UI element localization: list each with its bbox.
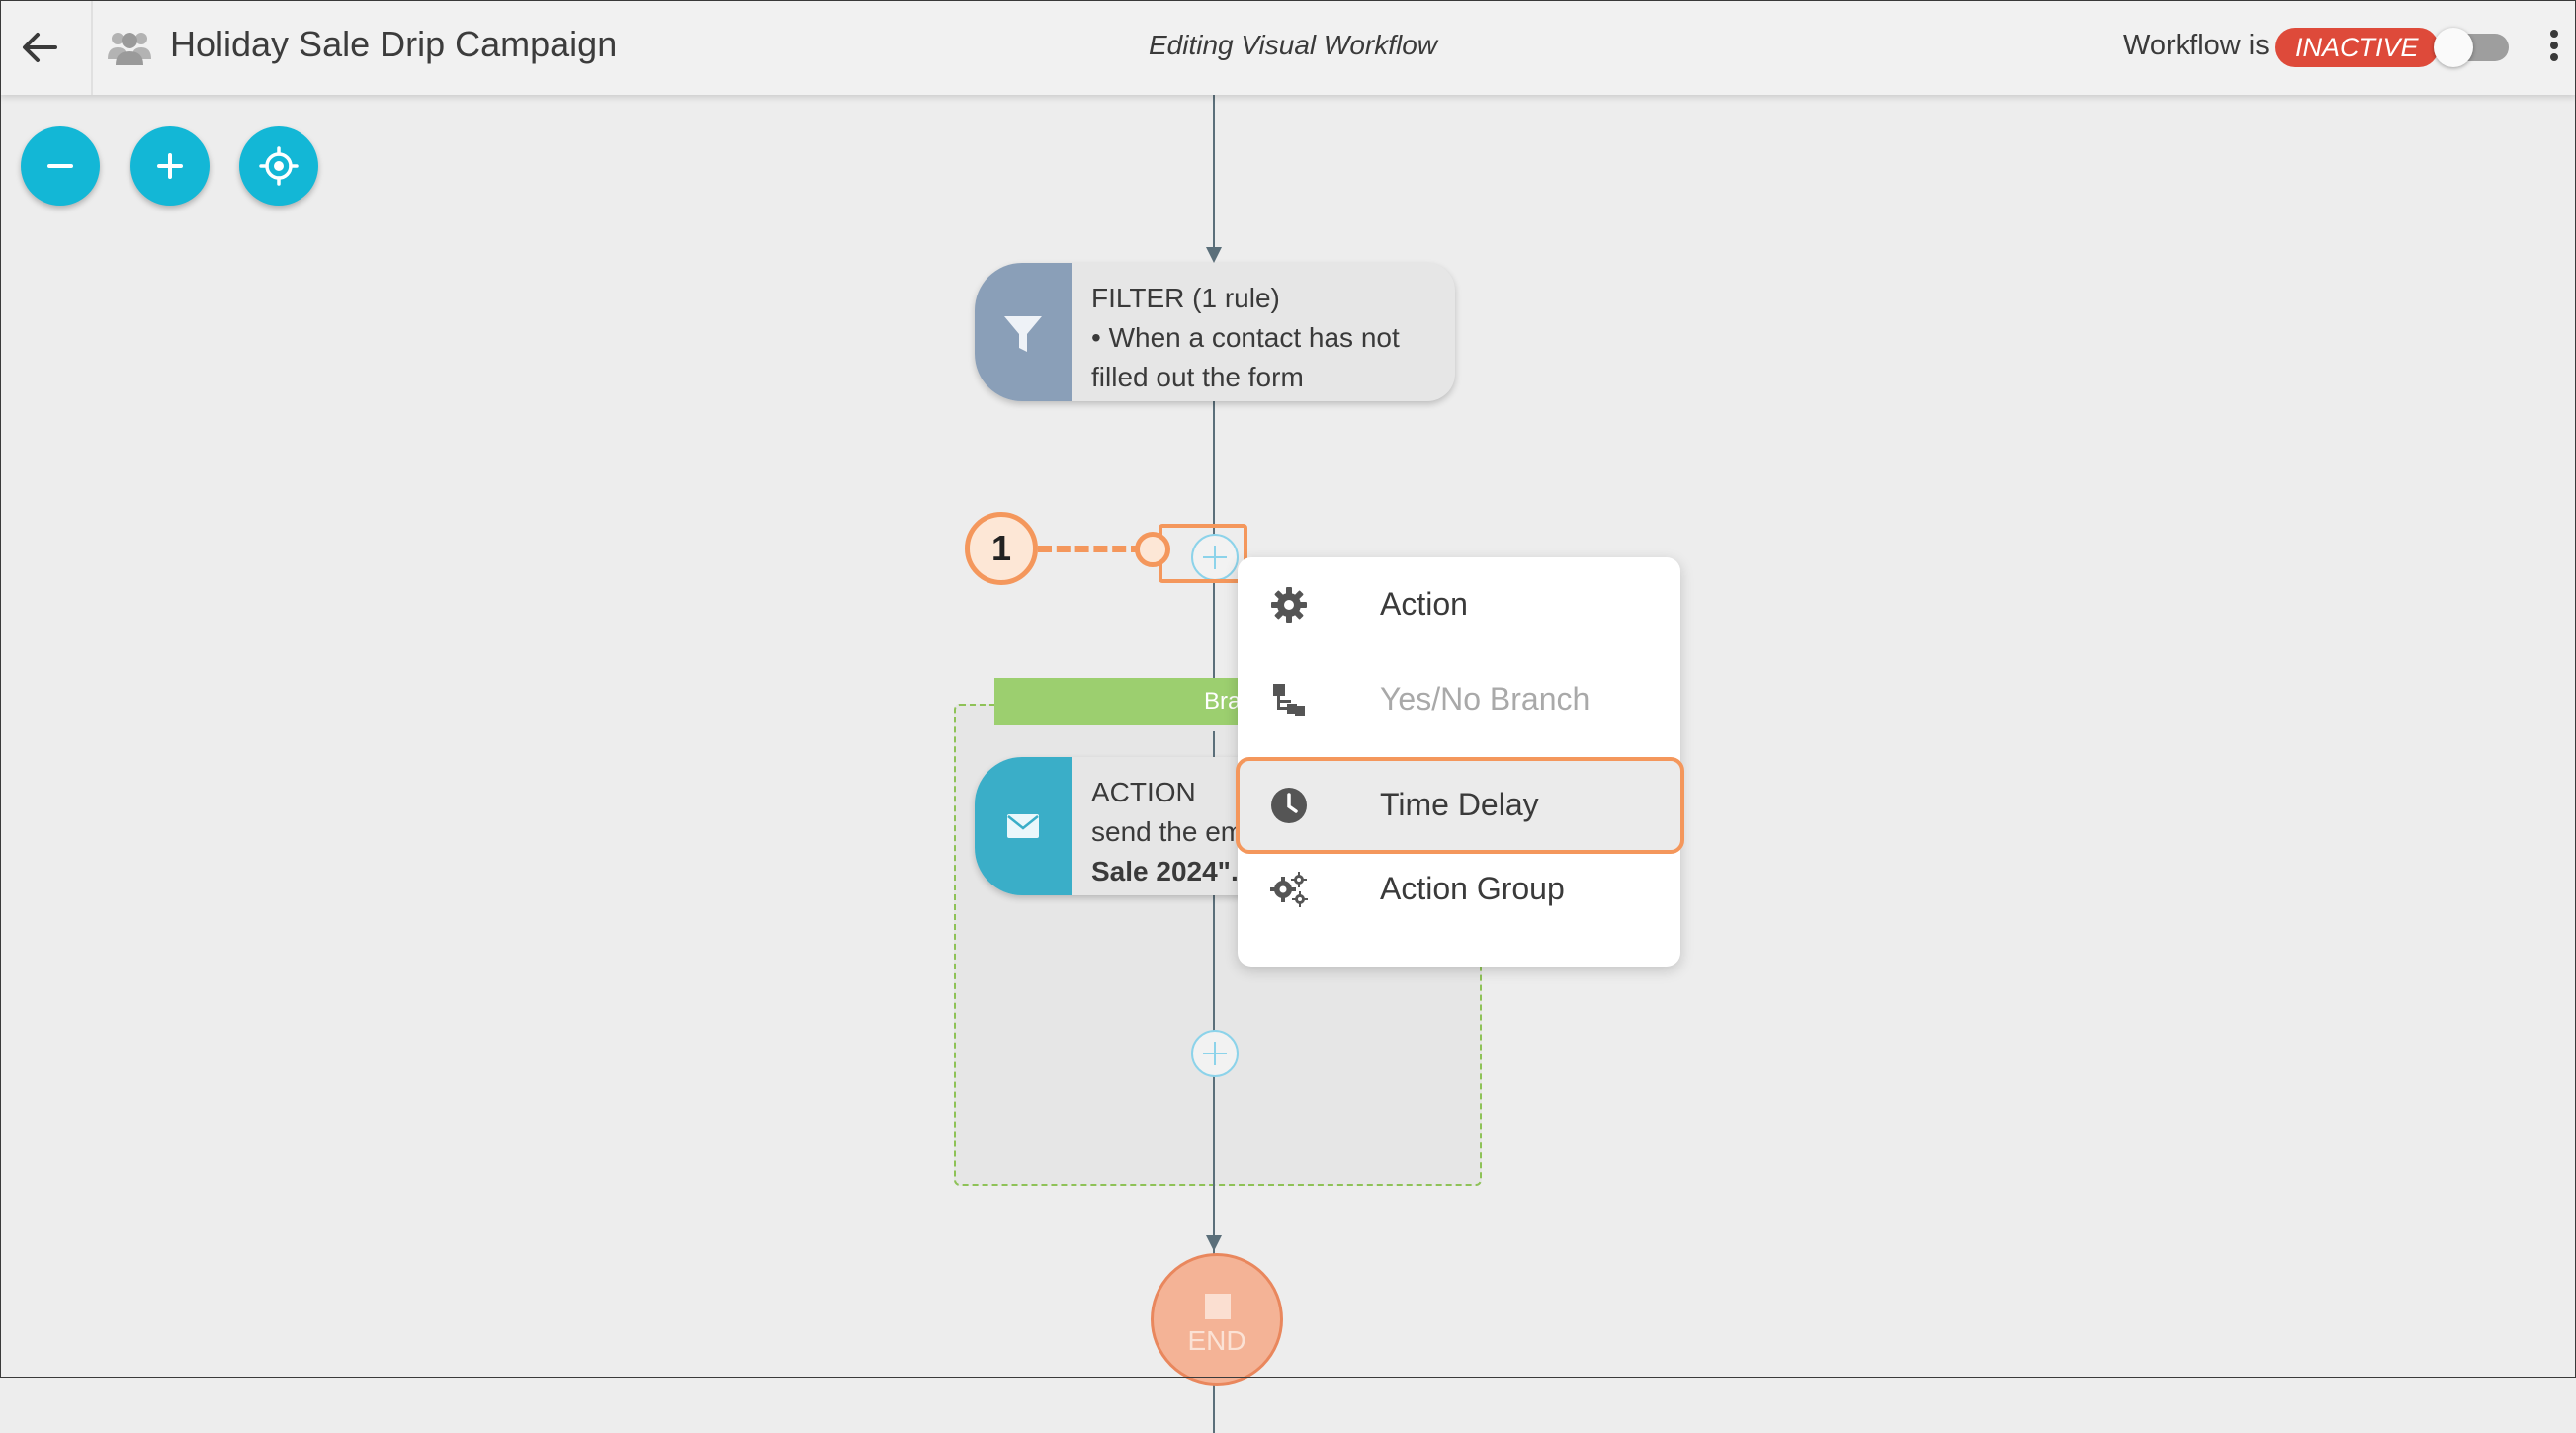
kebab-dot bbox=[2550, 53, 2558, 61]
contacts-group-icon bbox=[108, 33, 151, 65]
menu-item-label: Action bbox=[1380, 586, 1468, 622]
filter-node-title: FILTER (1 rule) bbox=[1091, 283, 1280, 313]
filter-node-text: FILTER (1 rule) • When a contact has not… bbox=[1091, 279, 1447, 397]
back-button[interactable] bbox=[12, 20, 67, 75]
zoom-out-button[interactable] bbox=[21, 126, 100, 206]
end-node[interactable]: END bbox=[1151, 1253, 1283, 1386]
annotation-connector bbox=[1038, 546, 1145, 552]
add-step-button[interactable] bbox=[1191, 534, 1239, 581]
menu-item-label: Action Group bbox=[1380, 871, 1565, 906]
workflow-active-toggle[interactable] bbox=[2434, 28, 2509, 67]
plus-icon bbox=[157, 153, 183, 179]
action-node[interactable]: ACTION send the em Sale 2024". bbox=[975, 757, 1271, 895]
gears-icon bbox=[1270, 872, 1308, 907]
filter-rule-line1: • When a contact has not bbox=[1091, 322, 1400, 353]
branch-icon bbox=[1273, 684, 1305, 716]
status-badge: INACTIVE bbox=[2275, 28, 2439, 67]
menu-item-time-delay[interactable]: Time Delay bbox=[1236, 757, 1684, 854]
kebab-dot bbox=[2550, 30, 2558, 38]
add-step-in-branch-button[interactable] bbox=[1191, 1030, 1239, 1077]
end-node-label: END bbox=[1187, 1325, 1246, 1356]
header-divider bbox=[91, 0, 93, 95]
menu-item-yes-no-branch[interactable]: Yes/No Branch bbox=[1238, 652, 1680, 747]
action-node-title: ACTION bbox=[1091, 777, 1196, 807]
action-node-line2: Sale 2024". bbox=[1091, 856, 1239, 886]
more-options-menu[interactable] bbox=[2544, 30, 2564, 69]
action-node-icon-box bbox=[975, 757, 1072, 895]
stop-icon bbox=[1205, 1294, 1231, 1319]
campaign-title: Holiday Sale Drip Campaign bbox=[170, 24, 618, 64]
step-annotation-badge: 1 bbox=[965, 512, 1038, 585]
envelope-icon bbox=[1007, 814, 1039, 838]
menu-item-action-group[interactable]: Action Group bbox=[1238, 842, 1680, 937]
annotation-anchor-dot bbox=[1135, 532, 1170, 567]
target-icon bbox=[259, 146, 299, 186]
zoom-in-button[interactable] bbox=[130, 126, 210, 206]
action-node-text: ACTION send the em Sale 2024". bbox=[1091, 773, 1271, 891]
back-arrow-icon bbox=[23, 33, 57, 62]
menu-item-time-delay-content: Time Delay bbox=[1240, 761, 1682, 856]
menu-item-action[interactable]: Action bbox=[1238, 557, 1680, 652]
filter-icon bbox=[1004, 316, 1042, 352]
connector-arrow bbox=[1206, 1235, 1222, 1251]
filter-node-icon-box bbox=[975, 263, 1072, 401]
editing-mode-label: Editing Visual Workflow bbox=[1148, 30, 1438, 60]
connector-arrow bbox=[1206, 247, 1222, 263]
kebab-dot bbox=[2550, 42, 2558, 49]
connector-line bbox=[1213, 95, 1215, 251]
minus-icon bbox=[47, 164, 73, 168]
filter-node[interactable]: FILTER (1 rule) • When a contact has not… bbox=[975, 263, 1455, 401]
add-step-highlight bbox=[1159, 524, 1247, 583]
action-node-line1: send the em bbox=[1091, 816, 1245, 847]
workflow-status-prefix: Workflow is bbox=[2123, 30, 2270, 61]
menu-item-label: Yes/No Branch bbox=[1380, 681, 1590, 716]
menu-item-label: Time Delay bbox=[1380, 787, 1539, 822]
clock-icon bbox=[1271, 788, 1307, 823]
connector-line bbox=[1213, 731, 1215, 1225]
top-header: Holiday Sale Drip Campaign Editing Visua… bbox=[0, 0, 2576, 95]
filter-rule-line2: filled out the form bbox=[1091, 362, 1304, 392]
recenter-button[interactable] bbox=[239, 126, 318, 206]
toggle-knob bbox=[2434, 28, 2473, 67]
gear-icon bbox=[1271, 587, 1307, 623]
